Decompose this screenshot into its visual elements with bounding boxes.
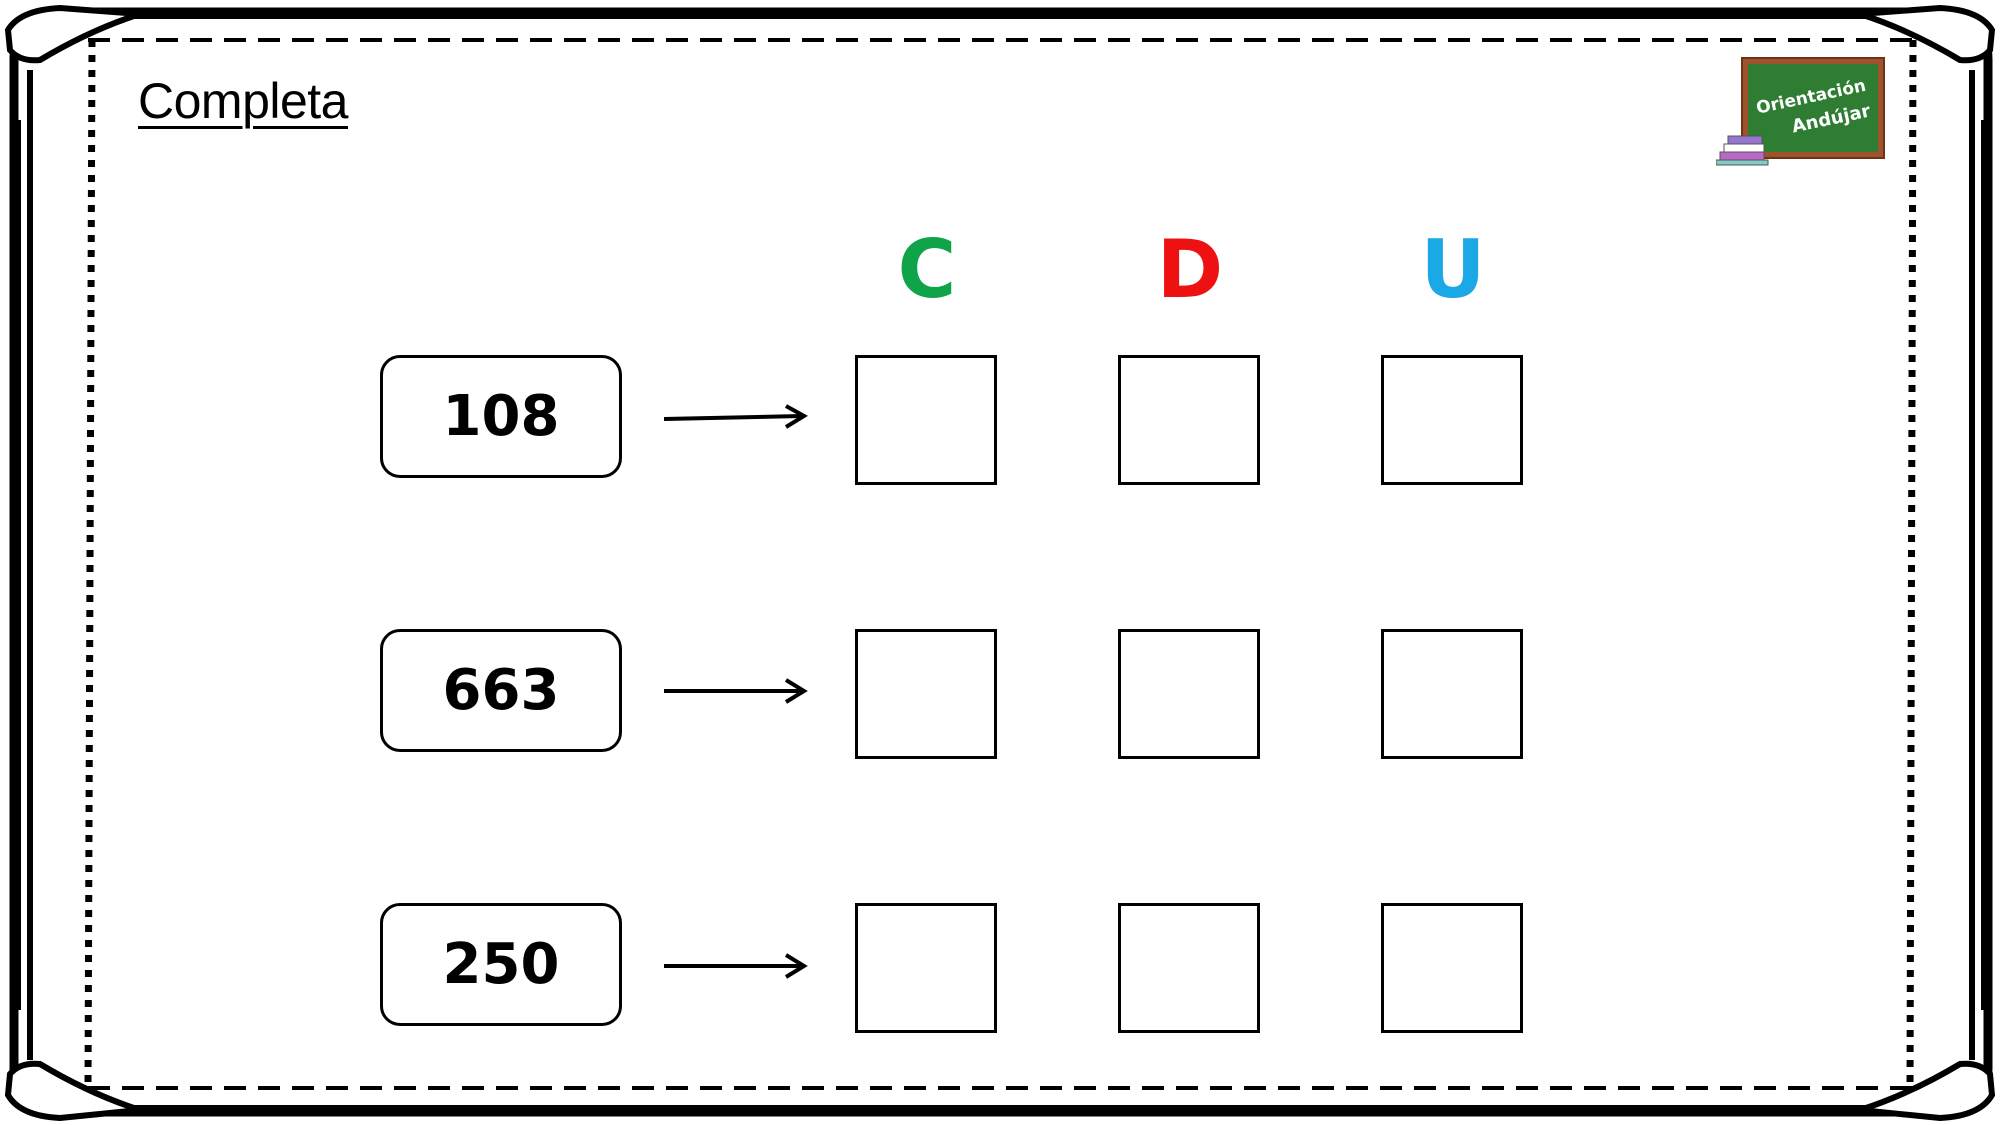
answer-box-row-1-d[interactable]: [1118, 355, 1260, 485]
outer-border: [9, 7, 1993, 1117]
number-box-row-1: 108: [380, 355, 622, 478]
arrow-icon: [664, 678, 808, 704]
column-header-u: U: [1420, 223, 1486, 316]
dashed-border-right: [1906, 39, 1917, 1089]
inner-border: [15, 13, 1987, 1111]
answer-box-row-2-u[interactable]: [1381, 629, 1523, 759]
page-title: Completa: [138, 73, 349, 129]
number-box-row-3: 250: [380, 903, 622, 1026]
arrow-icon: [663, 404, 808, 429]
column-header-c: C: [897, 223, 957, 316]
corner-top-left: [4, 4, 141, 64]
corner-bottom-left: [4, 1060, 141, 1122]
column-header-d: D: [1156, 223, 1224, 316]
answer-box-row-3-u[interactable]: [1381, 903, 1523, 1033]
answer-box-row-3-c[interactable]: [855, 903, 997, 1033]
dashed-border-left: [84, 39, 96, 1089]
corner-bottom-right: [1859, 1060, 1996, 1122]
answer-box-row-3-d[interactable]: [1118, 903, 1260, 1033]
answer-box-row-2-d[interactable]: [1118, 629, 1260, 759]
answer-box-row-1-u[interactable]: [1381, 355, 1523, 485]
answer-box-row-2-c[interactable]: [855, 629, 997, 759]
answer-box-row-1-c[interactable]: [855, 355, 997, 485]
corner-top-right: [1859, 4, 1996, 64]
orientacion-andujar-logo: Orientación Andújar: [1716, 57, 1885, 166]
arrow-icon: [664, 953, 808, 979]
number-box-row-2: 663: [380, 629, 622, 752]
